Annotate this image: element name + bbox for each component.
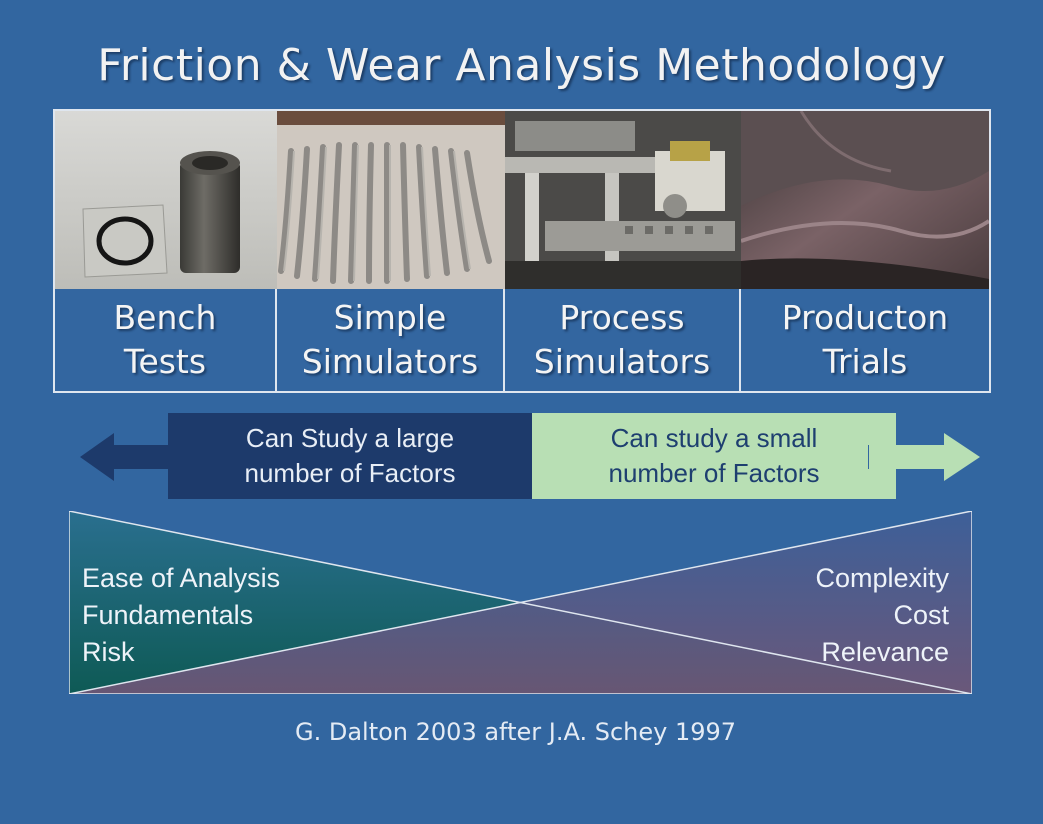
factor-item: Fundamentals [82,600,254,630]
bar-text-line: Can study a small [610,423,818,453]
slide-title: Friction & Wear Analysis Methodology [97,40,946,91]
factor-item: Relevance [821,637,949,667]
stage-label-line: Tests [123,342,207,381]
tradeoff-triangles [69,511,972,694]
stage-label-line: Simulators [533,342,711,381]
simple-simulators-photo [277,111,505,289]
stage-label-line: Producton [781,298,949,337]
arrow-right-icon [868,433,980,481]
stage-label-line: Process [559,298,685,337]
process-simulators-photo [505,111,741,289]
stage-label-line: Bench [113,298,217,337]
production-trials-photo [741,111,989,289]
left-factors: Ease of Analysis Fundamentals Risk [82,560,280,671]
large-factors-bar: Can Study a large number of Factors [168,413,532,499]
factor-item: Complexity [815,563,949,593]
bench-test-photo [55,111,277,289]
factor-item: Cost [893,600,949,630]
bar-text-line: number of Factors [244,458,456,488]
photo-strip [55,111,989,289]
bar-text-line: number of Factors [608,458,820,488]
right-factors: Complexity Cost Relevance [815,560,949,671]
stage-label-line: Simple [333,298,447,337]
factor-item: Risk [82,637,135,667]
bar-text-line: Can Study a large [245,423,455,453]
small-factors-bar: Can study a small number of Factors [532,413,896,499]
stage-label-line: Trials [822,342,908,381]
factor-item: Ease of Analysis [82,563,281,593]
stage-label-line: Simulators [301,342,479,381]
arrow-left-icon [80,433,170,481]
credit-line: G. Dalton 2003 after J.A. Schey 1997 [295,718,737,746]
